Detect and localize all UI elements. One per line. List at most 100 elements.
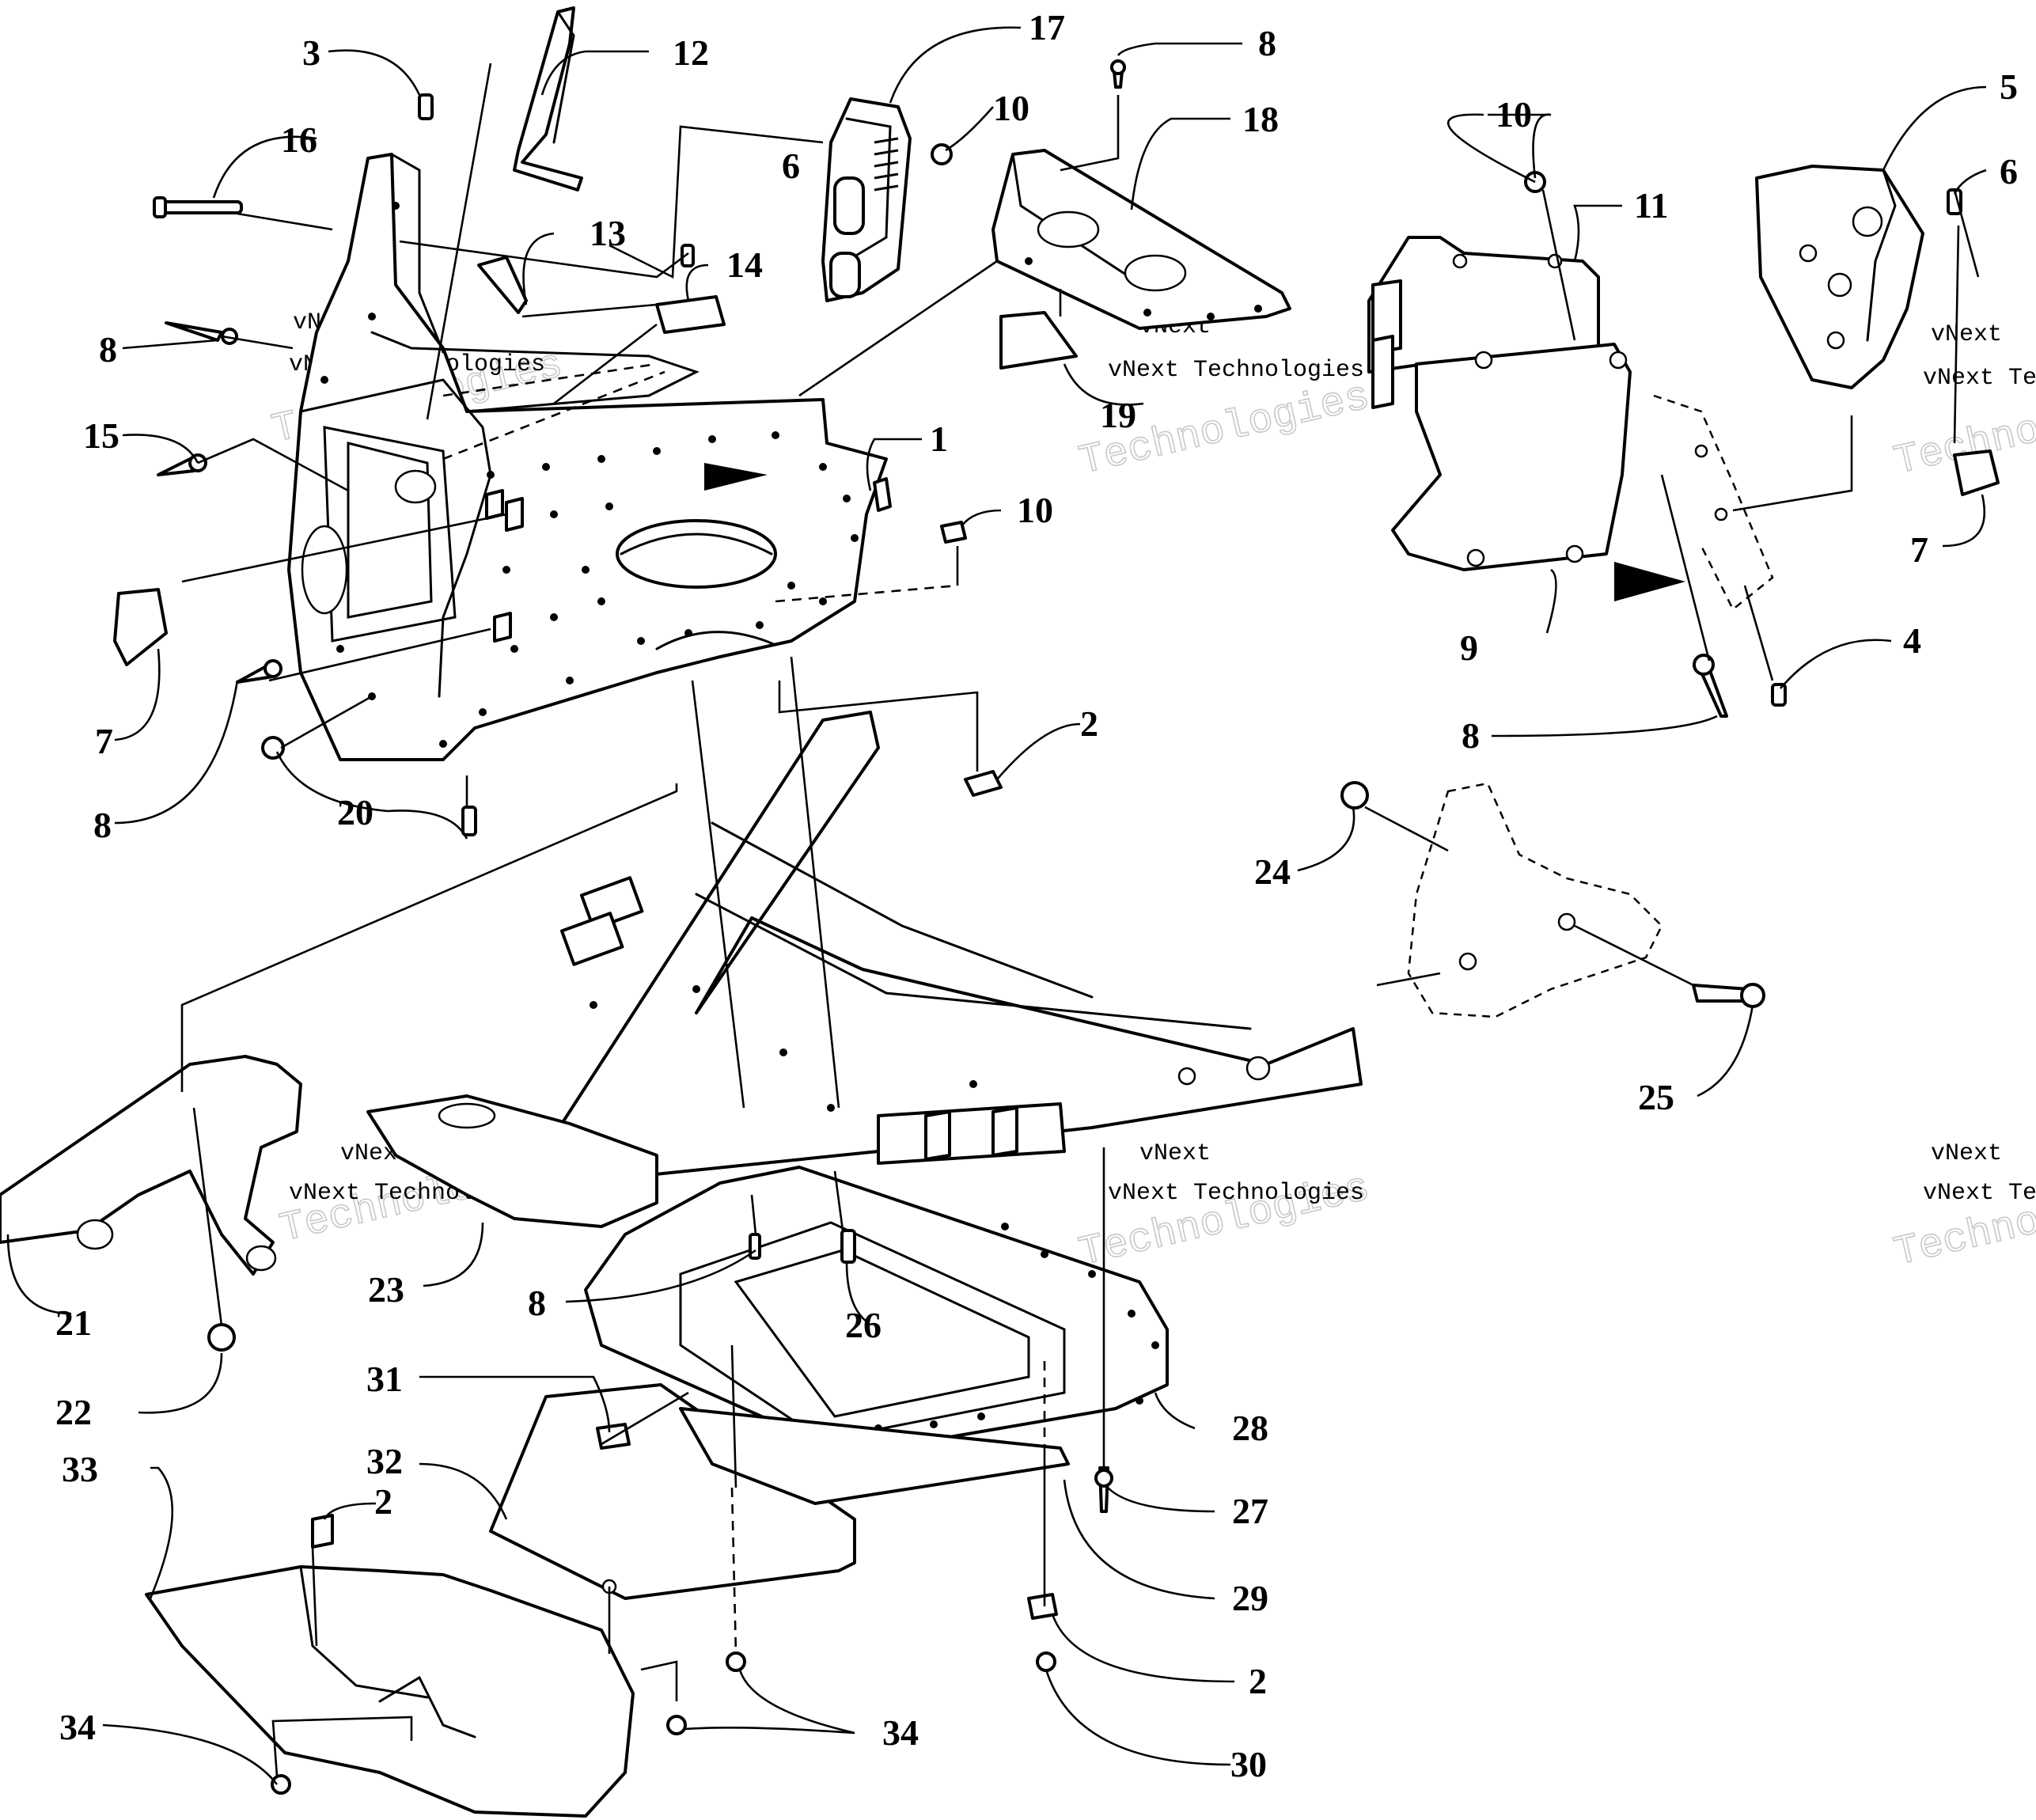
- bolt-25-icon: [1692, 983, 1765, 1008]
- callout-24: 24: [1254, 851, 1291, 892]
- bolt-16-icon: [153, 196, 243, 218]
- callout-7: 7: [95, 721, 113, 761]
- callout-32: 32: [366, 1441, 403, 1481]
- callout-17: 17: [1029, 7, 1065, 47]
- nut-10-icon: [940, 521, 967, 544]
- direction-arrow-icon: [704, 463, 768, 491]
- rivet-15-icon: [157, 453, 207, 476]
- screw-6-icon: [681, 244, 695, 267]
- callout-1: 1: [930, 419, 948, 459]
- callout-2: 2: [1249, 1661, 1267, 1701]
- callout-8: 8: [1462, 715, 1480, 756]
- part-12-bracket: [513, 6, 583, 191]
- watermark-vnext-technologies: vNext Technologies: [1108, 1180, 1364, 1207]
- callout-30: 30: [1230, 1744, 1267, 1784]
- part-33-belly-pan: [145, 1565, 635, 1818]
- callout-8: 8: [93, 805, 112, 845]
- callout-6: 6: [782, 146, 800, 186]
- part-frame: [536, 711, 1363, 1181]
- part-17-module: [821, 97, 912, 302]
- callout-33: 33: [62, 1449, 98, 1489]
- nut-24-icon: [1340, 781, 1369, 810]
- part-9-cover: [1391, 343, 1632, 571]
- screw-34-icon: [666, 1715, 687, 1735]
- part-13-strip: [477, 256, 528, 314]
- rivet-8-icon: [1110, 59, 1126, 89]
- screw-4-icon: [1771, 683, 1787, 707]
- push-pin-22-icon: [207, 1323, 236, 1352]
- callout-22: 22: [55, 1392, 92, 1432]
- screw-3-icon: [418, 93, 434, 120]
- clip-2-icon: [964, 770, 1003, 797]
- callout-27: 27: [1232, 1491, 1268, 1531]
- callout-8: 8: [528, 1283, 546, 1323]
- callout-14: 14: [726, 245, 763, 285]
- screw-34-icon: [271, 1774, 291, 1795]
- direction-arrow-icon: [1614, 562, 1685, 601]
- callout-2: 2: [1080, 703, 1098, 744]
- callout-19: 19: [1100, 395, 1136, 435]
- callout-leaders: [6, 26, 1987, 1785]
- callout-5: 5: [2000, 66, 2018, 107]
- callout-34: 34: [59, 1707, 96, 1747]
- watermark-vnext-technologies: vNext Technologies: [1923, 1180, 2036, 1207]
- rivet-8-icon: [1693, 654, 1728, 718]
- clip-14-icon: [655, 295, 726, 334]
- assembly-lines: [180, 63, 1980, 1777]
- rivet-8-icon: [236, 659, 282, 684]
- watermark-vnext: vNext: [1931, 1140, 2002, 1167]
- part-21-bracket: [0, 1055, 302, 1276]
- callout-10: 10: [1496, 94, 1532, 135]
- callout-6: 6: [2000, 151, 2018, 191]
- callout-31: 31: [366, 1359, 403, 1399]
- watermark-vnext-technologies: vNext Technologies: [1108, 357, 1364, 384]
- bolt-26-icon: [840, 1229, 856, 1264]
- bolt-20-icon: [461, 806, 477, 836]
- callout-20: 20: [337, 792, 373, 832]
- part-7-spacer: [113, 588, 168, 666]
- callout-28: 28: [1232, 1408, 1268, 1448]
- callout-2: 2: [374, 1481, 392, 1522]
- part-29-strip: [679, 1407, 1070, 1505]
- part-18-plate: [991, 149, 1291, 330]
- part-11-housing: [1367, 236, 1600, 409]
- watermark-vnext: vNext: [1931, 321, 2002, 348]
- callout-11: 11: [1634, 185, 1668, 226]
- callout-3: 3: [302, 32, 320, 73]
- part-23-crossmember: [366, 1094, 658, 1228]
- rivet-27-icon: [1094, 1466, 1113, 1513]
- callout-9: 9: [1460, 628, 1478, 668]
- screw-34-icon: [726, 1651, 746, 1672]
- screw-30-icon: [1036, 1651, 1056, 1672]
- callout-8: 8: [99, 329, 117, 370]
- callout-34: 34: [882, 1712, 919, 1753]
- callout-29: 29: [1232, 1578, 1268, 1618]
- callout-12: 12: [673, 32, 709, 73]
- clip-2-icon: [311, 1514, 334, 1549]
- callout-8: 8: [1258, 23, 1276, 63]
- part-5-bracket: [1755, 165, 1924, 389]
- callout-23: 23: [368, 1269, 404, 1310]
- part-7-spacer: [1953, 449, 2000, 496]
- callout-21: 21: [55, 1302, 92, 1343]
- callout-18: 18: [1242, 99, 1279, 139]
- rivet-8-icon: [749, 1233, 761, 1260]
- watermark-vnext-technologies: vNext Technologies: [1923, 365, 2036, 392]
- callout-10: 10: [993, 88, 1029, 128]
- callout-7: 7: [1910, 529, 1928, 570]
- part-28-plate: [584, 1166, 1169, 1458]
- callout-16: 16: [281, 119, 317, 160]
- callout-labels: 3 12 17 8 10 18 10 11 5 6 7 16 13 6 14 8…: [55, 7, 2018, 1784]
- watermark-vnext: vNext: [1139, 1140, 1211, 1167]
- part-front-bulkhead: [287, 153, 892, 761]
- part-rear-frame-outline: [1407, 394, 1774, 1018]
- fasteners: [153, 59, 1962, 1795]
- rivet-8-icon: [165, 321, 238, 345]
- callout-13: 13: [590, 213, 626, 253]
- part-19-bracket: [999, 311, 1078, 370]
- callout-26: 26: [845, 1305, 882, 1345]
- callout-25: 25: [1638, 1077, 1674, 1117]
- callout-10: 10: [1017, 490, 1053, 530]
- callout-15: 15: [83, 415, 119, 456]
